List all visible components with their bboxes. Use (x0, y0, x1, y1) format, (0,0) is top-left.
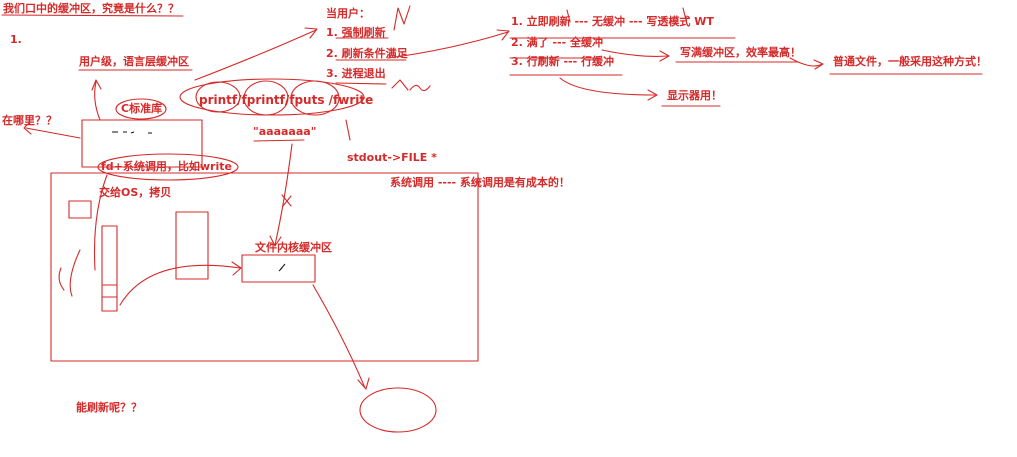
flow-curve-fd (69, 249, 81, 297)
underline-question (1, 14, 184, 17)
when-item-3: 3. 进程退出 (326, 67, 386, 80)
functions-oval-inner-1 (195, 81, 241, 113)
c-stdlib-oval (115, 98, 167, 120)
stdout-label: stdout->FILE * (347, 151, 437, 164)
flow-curve-mid (119, 264, 241, 306)
handoff-label: 交给OS，拷贝 (99, 186, 172, 199)
c-stdlib-label: C标准库 (121, 102, 163, 115)
fd-syscall-oval (97, 153, 239, 181)
where-question: 在哪里？？ (2, 114, 57, 127)
c-library-box (81, 119, 203, 168)
syscall-cost-note: 系统调用 ---- 系统调用是有成本的！ (390, 176, 570, 189)
functions-oval-outer (179, 78, 365, 116)
fd-syscall-label: fd+系统调用，比如write (101, 160, 232, 173)
display-note: 显示器用！ (667, 89, 722, 102)
functions-oval-inner-2 (243, 80, 289, 116)
underline-sample (253, 139, 305, 142)
policy-item-2: 2. 满了 --- 全缓冲 (511, 36, 604, 49)
when-item-2: 2. 刷新条件满足 (326, 47, 408, 60)
header-question: 我们口中的缓冲区，究竟是什么？？ (3, 2, 179, 15)
disk-oval (359, 387, 437, 433)
os-small-box (68, 200, 92, 219)
flow-curve-left (93, 174, 108, 271)
kernel-buffer-box (241, 254, 316, 283)
user-level-label: 用户级，语言层缓冲区 (79, 55, 189, 68)
when-title: 当用户： (326, 7, 370, 20)
full-buffer-note: 写满缓冲区，效率最高！ (680, 46, 801, 59)
section-number: 1. (10, 33, 22, 46)
kernel-buffer-label: 文件内核缓冲区 (255, 241, 332, 254)
when-item-1: 1. 强制刷新 (326, 26, 386, 39)
functions-label: printf/fprintf/fputs /fwrite (199, 93, 374, 107)
os-stack-box (101, 225, 118, 312)
policy-item-1: 1. 立即刷新 --- 无缓冲 --- 写透模式 WT (511, 15, 714, 28)
sample-string: "aaaaaaa" (253, 125, 317, 138)
policy-item-3: 3. 行刷新 --- 行缓冲 (511, 55, 615, 68)
can-flush-question: 能刷新呢？？ (76, 401, 142, 414)
os-box (50, 172, 479, 362)
functions-oval-inner-3 (290, 80, 340, 116)
underline-when-3 (335, 82, 387, 85)
os-process-box (175, 211, 209, 280)
normal-file-note: 普通文件，一般采用这种方式！ (833, 55, 987, 68)
